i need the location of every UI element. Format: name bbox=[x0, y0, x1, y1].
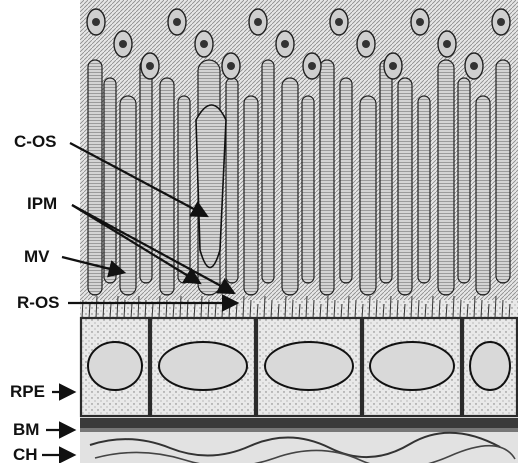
outer-segment bbox=[226, 78, 238, 283]
nucleus-core bbox=[119, 40, 127, 48]
choroid-layer bbox=[80, 432, 518, 463]
outer-segment bbox=[282, 78, 298, 295]
outer-segment bbox=[476, 96, 490, 295]
nucleus-core bbox=[254, 18, 262, 26]
outer-segment bbox=[244, 96, 258, 295]
outer-segment bbox=[104, 78, 116, 283]
label-mv: MV bbox=[24, 248, 50, 265]
outer-segment bbox=[360, 96, 376, 295]
rpe-nucleus bbox=[265, 342, 353, 390]
nucleus-core bbox=[470, 62, 478, 70]
rpe-nucleus bbox=[88, 342, 142, 390]
nucleus-core bbox=[227, 62, 235, 70]
nucleus-core bbox=[308, 62, 316, 70]
label-r-os: R-OS bbox=[17, 294, 60, 311]
rpe-nucleus bbox=[159, 342, 247, 390]
label-rpe: RPE bbox=[10, 383, 45, 400]
outer-segment bbox=[302, 96, 314, 283]
photoreceptor-layer bbox=[80, 0, 518, 300]
nucleus-core bbox=[146, 62, 154, 70]
outer-segment bbox=[120, 96, 136, 295]
rpe-nucleus bbox=[370, 342, 454, 390]
nucleus-core bbox=[416, 18, 424, 26]
nucleus-core bbox=[92, 18, 100, 26]
rpe-nucleus bbox=[470, 342, 510, 390]
outer-segment bbox=[380, 60, 392, 283]
outer-segment bbox=[438, 60, 454, 295]
label-ipm: IPM bbox=[27, 195, 57, 212]
nucleus-core bbox=[362, 40, 370, 48]
rpe-layer bbox=[80, 296, 518, 418]
nucleus-core bbox=[281, 40, 289, 48]
outer-segment bbox=[398, 78, 412, 295]
nucleus-core bbox=[335, 18, 343, 26]
outer-segment bbox=[458, 78, 470, 283]
bruchs-membrane bbox=[80, 418, 518, 428]
nucleus-core bbox=[173, 18, 181, 26]
outer-segment bbox=[320, 60, 334, 295]
outer-segment bbox=[262, 60, 274, 283]
label-c-os: C-OS bbox=[14, 133, 57, 150]
label-bm: BM bbox=[13, 421, 39, 438]
outer-segment bbox=[88, 60, 102, 295]
nucleus-core bbox=[389, 62, 397, 70]
nucleus-core bbox=[200, 40, 208, 48]
outer-segment bbox=[418, 96, 430, 283]
outer-segment bbox=[340, 78, 352, 283]
outer-segment bbox=[178, 96, 190, 283]
nucleus-core bbox=[443, 40, 451, 48]
outer-segment bbox=[496, 60, 510, 283]
label-ch: CH bbox=[13, 446, 38, 463]
nucleus-core bbox=[497, 18, 505, 26]
